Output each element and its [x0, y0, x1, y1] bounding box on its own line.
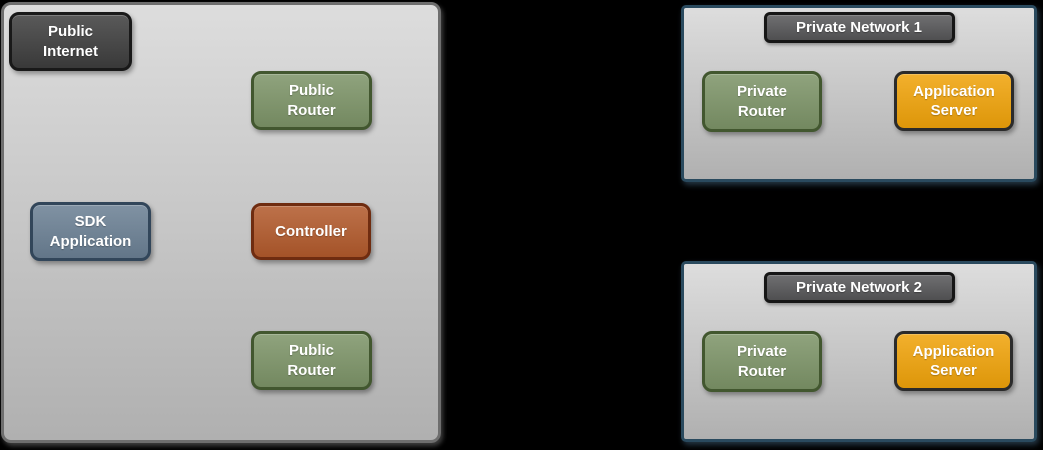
public-router-bottom-node: Public Router — [251, 331, 372, 390]
private-router-2-node: Private Router — [702, 331, 822, 392]
private-network-2-zone: Private Network 2 Private Router Applica… — [681, 261, 1037, 442]
application-server-2-node: Application Server — [894, 331, 1013, 391]
public-router-top-node: Public Router — [251, 71, 372, 130]
application-server-1-node: Application Server — [894, 71, 1014, 131]
controller-node: Controller — [251, 203, 371, 260]
private-router-1-node: Private Router — [702, 71, 822, 132]
public-internet-node: Public Internet — [9, 12, 132, 71]
private-network-1-title: Private Network 1 — [763, 12, 955, 43]
private-network-2-title: Private Network 2 — [763, 272, 955, 303]
private-network-1-zone: Private Network 1 Private Router Applica… — [681, 5, 1037, 182]
sdk-application-node: SDK Application — [30, 202, 151, 261]
public-internet-zone: Public Internet Public Router SDK Applic… — [1, 2, 441, 443]
